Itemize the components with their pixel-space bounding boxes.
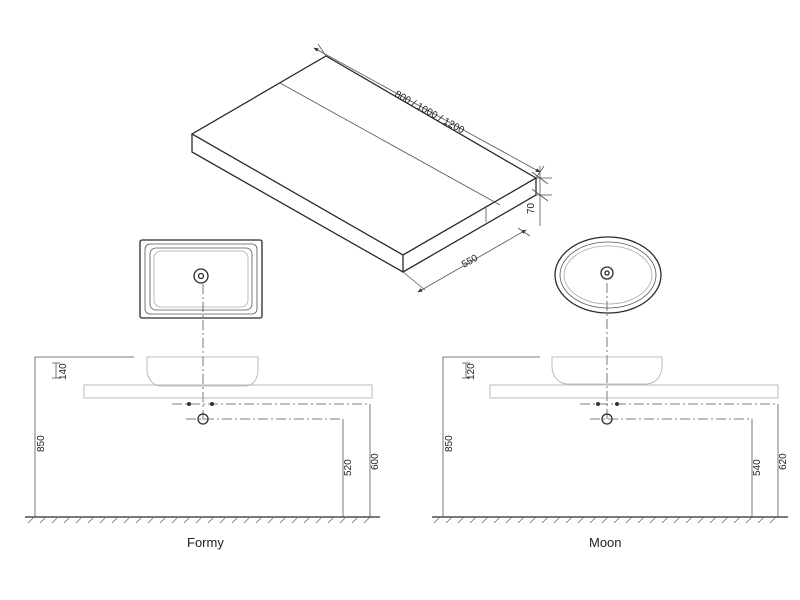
moon-total-height-label: 850 bbox=[444, 435, 455, 452]
moon-drain-height-label: 540 bbox=[752, 459, 763, 476]
formy-drain-icon bbox=[193, 268, 209, 284]
countertop-isometric: 800 / 1000 / 1200 70 550 bbox=[190, 43, 552, 293]
formy-tap-point-right bbox=[210, 402, 214, 406]
moon-floor-hatch bbox=[433, 516, 777, 524]
length-dimension-label: 800 / 1000 / 1200 bbox=[393, 89, 467, 137]
formy-basin-top-view bbox=[139, 239, 263, 319]
countertop-front-face bbox=[191, 134, 404, 274]
moon-tap-point-left bbox=[596, 402, 600, 406]
moon-side-elevation: 120 850 540 620 bbox=[432, 283, 789, 524]
depth-dimension: 550 bbox=[402, 227, 531, 293]
depth-dimension-label: 550 bbox=[460, 253, 480, 271]
moon-tap-point-right bbox=[615, 402, 619, 406]
moon-tap-height-label: 620 bbox=[778, 453, 789, 470]
formy-side-elevation: 140 850 520 600 bbox=[25, 284, 381, 524]
formy-countertop-section bbox=[83, 384, 373, 399]
formy-total-height-label: 850 bbox=[36, 435, 47, 452]
moon-drain-icon bbox=[600, 266, 614, 280]
formy-tap-height-label: 600 bbox=[370, 453, 381, 470]
moon-countertop-section bbox=[489, 384, 779, 399]
moon-caption: Moon bbox=[589, 535, 622, 550]
moon-basin-top-view bbox=[554, 236, 662, 314]
length-dimension: 800 / 1000 / 1200 bbox=[313, 43, 545, 179]
countertop-join-line bbox=[279, 82, 501, 206]
formy-basin-side bbox=[146, 356, 259, 387]
moon-basin-side bbox=[551, 356, 663, 385]
thickness-dimension: 70 bbox=[526, 166, 552, 226]
formy-tap-point-left bbox=[187, 402, 191, 406]
formy-caption: Formy bbox=[187, 535, 224, 550]
thickness-dimension-label: 70 bbox=[526, 202, 537, 214]
formy-floor-hatch bbox=[27, 516, 371, 524]
formy-basin-height-label: 140 bbox=[58, 363, 69, 380]
moon-basin-height-label: 120 bbox=[466, 363, 477, 380]
formy-drain-height-label: 520 bbox=[343, 459, 354, 476]
